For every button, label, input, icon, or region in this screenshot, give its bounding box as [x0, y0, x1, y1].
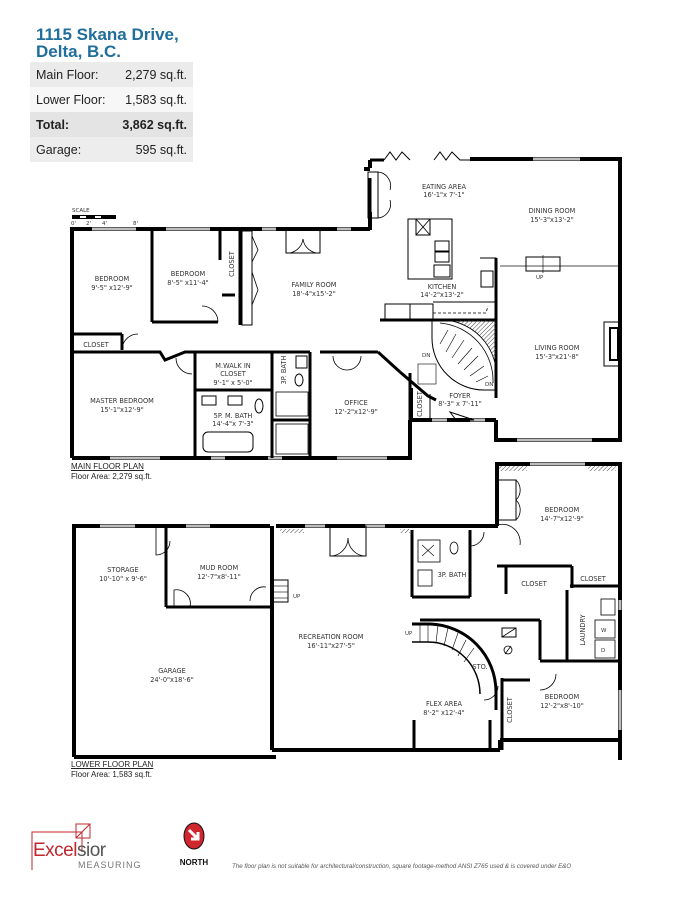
svg-text:8'-2" x12'-4": 8'-2" x12'-4"	[423, 709, 464, 717]
svg-text:15'-1"x12'-9": 15'-1"x12'-9"	[100, 406, 144, 414]
svg-text:CLOSET: CLOSET	[521, 580, 548, 588]
svg-text:15'-3"x21'-8": 15'-3"x21'-8"	[535, 353, 579, 361]
svg-text:3P. BATH: 3P. BATH	[280, 356, 288, 385]
svg-text:OFFICE: OFFICE	[344, 399, 368, 407]
svg-text:CLOSET: CLOSET	[580, 575, 607, 583]
address-line-1: 1115 Skana Drive,	[36, 25, 179, 44]
svg-text:9'-5" x12'-9": 9'-5" x12'-9"	[91, 284, 132, 292]
area-label: Lower Floor:	[36, 92, 106, 107]
svg-text:14'-4"x 7'-3": 14'-4"x 7'-3"	[212, 420, 253, 428]
area-label: Garage:	[36, 142, 82, 157]
lower-floor-room-labels: STORAGE 10'-10" x 9'-6" MUD ROOM 12'-7"x…	[99, 506, 607, 723]
logo-wordmark: Excelsior	[33, 840, 106, 861]
scale-bar: SCALE 0' 2' 4' 8'	[71, 208, 138, 227]
lower-floor-area: Floor Area: 1,583 sq.ft.	[71, 770, 152, 779]
svg-text:BEDROOM: BEDROOM	[171, 270, 206, 278]
svg-text:10'-10" x 9'-6": 10'-10" x 9'-6"	[99, 575, 147, 583]
svg-text:BEDROOM: BEDROOM	[95, 275, 130, 283]
svg-text:STORAGE: STORAGE	[107, 566, 138, 574]
excelsior-logo-icon	[31, 823, 91, 870]
svg-text:CLOSET: CLOSET	[228, 250, 236, 277]
svg-text:15'-3"x13'-2": 15'-3"x13'-2"	[530, 216, 574, 224]
area-value: 595 sq.ft.	[135, 142, 187, 157]
lower-floor-title: LOWER FLOOR PLAN	[71, 760, 154, 769]
svg-text:8'-3" x 7'-11": 8'-3" x 7'-11"	[438, 400, 482, 408]
main-floor-area: Floor Area: 2,279 sq.ft.	[71, 472, 152, 481]
svg-text:GARAGE: GARAGE	[158, 667, 186, 675]
svg-text:M.WALK IN: M.WALK IN	[215, 362, 250, 370]
area-summary-table: Main Floor: 2,279 sq.ft. Lower Floor: 1,…	[30, 62, 193, 162]
svg-text:EATING AREA: EATING AREA	[422, 183, 467, 191]
svg-text:D: D	[601, 648, 605, 654]
area-value: 3,862 sq.ft.	[122, 117, 187, 132]
svg-text:9'-1" x 5'-0": 9'-1" x 5'-0"	[213, 379, 252, 387]
svg-text:FLEX AREA: FLEX AREA	[426, 700, 463, 708]
svg-text:24'-0"x18'-6": 24'-0"x18'-6"	[150, 676, 194, 684]
svg-text:CLOSET: CLOSET	[83, 341, 110, 349]
svg-text:16'-11"x27'-5": 16'-11"x27'-5"	[307, 642, 355, 650]
svg-text:14'-2"x13'-2": 14'-2"x13'-2"	[420, 291, 464, 299]
svg-text:14'-7"x12'-9": 14'-7"x12'-9"	[540, 515, 584, 523]
main-floor-title: MAIN FLOOR PLAN	[71, 462, 144, 471]
area-value: 1,583 sq.ft.	[125, 92, 187, 107]
area-row-lower-floor: Lower Floor: 1,583 sq.ft.	[30, 87, 193, 112]
main-floor-room-labels: BEDROOM 9'-5" x12'-9" BEDROOM 8'-5" x11'…	[83, 183, 580, 428]
svg-text:DN: DN	[485, 382, 493, 388]
svg-text:STO.: STO.	[472, 663, 487, 671]
svg-text:CLOSET: CLOSET	[220, 370, 247, 378]
svg-text:DN: DN	[422, 353, 430, 359]
area-row-main-floor: Main Floor: 2,279 sq.ft.	[30, 62, 193, 87]
area-row-total: Total: 3,862 sq.ft.	[30, 112, 193, 137]
svg-text:2': 2'	[86, 221, 91, 227]
svg-text:RECREATION ROOM: RECREATION ROOM	[299, 633, 364, 641]
area-label: Main Floor:	[36, 67, 99, 82]
svg-text:MASTER BEDROOM: MASTER BEDROOM	[90, 397, 154, 405]
north-indicator: NORTH	[178, 822, 210, 867]
svg-text:DINING ROOM: DINING ROOM	[529, 207, 576, 215]
svg-text:3P. BATH: 3P. BATH	[438, 571, 467, 579]
svg-text:LIVING ROOM: LIVING ROOM	[535, 344, 580, 352]
main-floor-caption: MAIN FLOOR PLAN Floor Area: 2,279 sq.ft.	[71, 462, 152, 482]
area-label: Total:	[36, 117, 70, 132]
svg-text:UP: UP	[536, 275, 544, 281]
area-value: 2,279 sq.ft.	[125, 67, 187, 82]
lower-floor-plan	[72, 462, 622, 760]
svg-text:8'-5" x11'-4": 8'-5" x11'-4"	[167, 279, 208, 287]
svg-text:W: W	[601, 628, 607, 634]
svg-text:FAMILY ROOM: FAMILY ROOM	[292, 281, 337, 289]
svg-text:UP: UP	[293, 594, 301, 600]
svg-text:18'-4"x15'-2": 18'-4"x15'-2"	[292, 290, 336, 298]
svg-text:12'-2"x8'-10": 12'-2"x8'-10"	[540, 702, 584, 710]
svg-text:5P. M. BATH: 5P. M. BATH	[214, 412, 253, 420]
svg-text:FOYER: FOYER	[449, 392, 471, 400]
north-arrow-icon	[183, 822, 205, 850]
svg-text:BEDROOM: BEDROOM	[545, 506, 580, 514]
logo-subtitle: MEASURING	[78, 860, 142, 870]
svg-text:12'-2"x12'-9": 12'-2"x12'-9"	[334, 408, 378, 416]
svg-text:0': 0'	[71, 221, 76, 227]
lower-floor-caption: LOWER FLOOR PLAN Floor Area: 1,583 sq.ft…	[71, 760, 153, 780]
svg-text:4': 4'	[102, 221, 107, 227]
main-floor-plan	[70, 151, 622, 460]
scale-label: SCALE	[72, 208, 90, 214]
svg-text:16'-1"x 7'-1": 16'-1"x 7'-1"	[423, 191, 464, 199]
north-label: NORTH	[179, 858, 209, 867]
svg-text:MUD ROOM: MUD ROOM	[200, 564, 239, 572]
svg-text:12'-7"x8'-11": 12'-7"x8'-11"	[197, 573, 241, 581]
svg-text:CLOSET: CLOSET	[416, 390, 424, 417]
svg-text:LAUNDRY: LAUNDRY	[579, 613, 587, 645]
svg-text:8': 8'	[133, 221, 138, 227]
disclaimer-text: The floor plan is not suitable for archi…	[232, 863, 572, 870]
svg-text:KITCHEN: KITCHEN	[428, 283, 457, 291]
address-line-2: Delta, B.C.	[36, 42, 122, 61]
svg-text:CLOSET: CLOSET	[506, 696, 514, 723]
svg-text:UP: UP	[405, 631, 413, 637]
svg-text:BEDROOM: BEDROOM	[545, 693, 580, 701]
property-address: 1115 Skana Drive, Delta, B.C.	[36, 26, 179, 60]
area-row-garage: Garage: 595 sq.ft.	[30, 137, 193, 162]
